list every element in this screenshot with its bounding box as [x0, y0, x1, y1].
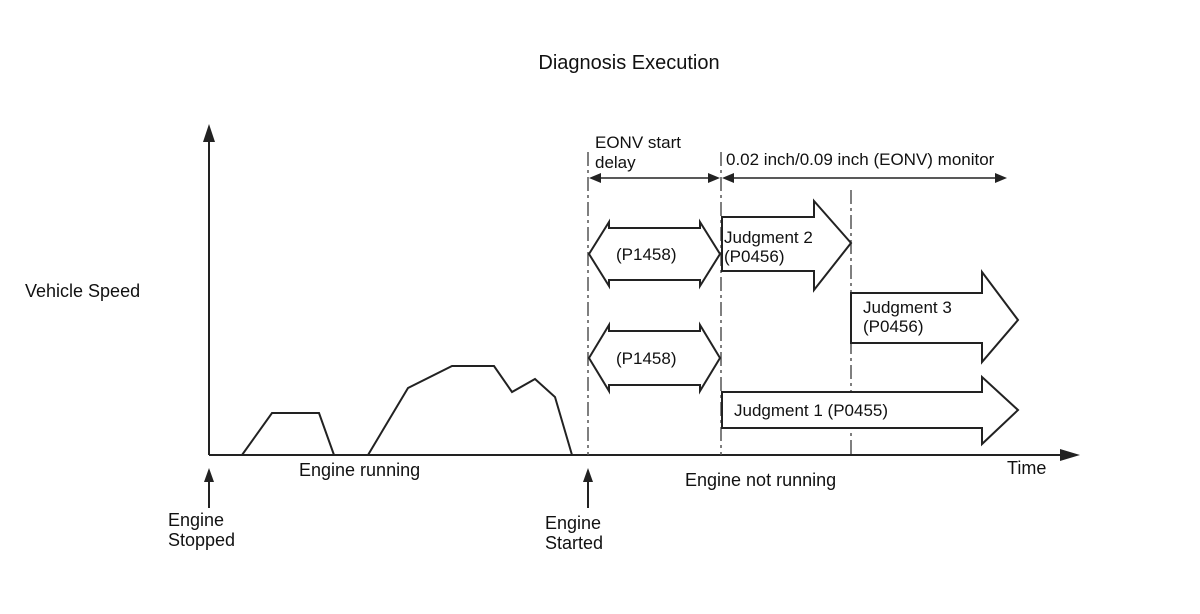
engine-stopped-marker: Engine Stopped: [168, 468, 235, 550]
judgment-1-label: Judgment 1 (P0455): [734, 401, 888, 420]
engine-stopped-arrowhead: [204, 468, 214, 482]
judgment-2-label-line1: Judgment 2: [724, 228, 813, 247]
judgment-2-label-line2: (P0456): [724, 247, 784, 266]
judgment-3-label-line1: Judgment 3: [863, 298, 952, 317]
p1458-upper-label: (P1458): [616, 245, 676, 264]
start-delay-left-arrowhead: [589, 173, 601, 183]
monitor-interval: 0.02 inch/0.09 inch (EONV) monitor: [722, 150, 1007, 183]
y-axis-label: Vehicle Speed: [25, 281, 140, 301]
start-delay-interval: EONV start delay: [589, 133, 720, 183]
p1458-lower-double-arrow: (P1458): [587, 321, 722, 395]
diagram-title: Diagnosis Execution: [538, 52, 719, 74]
judgment-3-arrow: Judgment 3 (P0456): [850, 269, 1020, 365]
engine-started-label-line2: Started: [545, 533, 603, 553]
engine-stopped-label-line1: Engine: [168, 510, 224, 530]
judgment-1-arrow: Judgment 1 (P0455): [721, 374, 1020, 447]
monitor-left-arrowhead: [722, 173, 734, 183]
start-delay-label-line1: EONV start: [595, 133, 681, 152]
p1458-upper-double-arrow: (P1458): [587, 218, 722, 290]
engine-stopped-label-line2: Stopped: [168, 530, 235, 550]
p1458-lower-label: (P1458): [616, 349, 676, 368]
monitor-label: 0.02 inch/0.09 inch (EONV) monitor: [726, 150, 995, 169]
engine-running-label: Engine running: [299, 460, 420, 480]
start-delay-right-arrowhead: [708, 173, 720, 183]
x-axis-arrowhead: [1060, 449, 1080, 461]
engine-not-running-label: Engine not running: [685, 470, 836, 490]
vehicle-speed-trace: [241, 365, 573, 456]
start-delay-label-line2: delay: [595, 153, 636, 172]
engine-started-arrowhead: [583, 468, 593, 482]
engine-started-label-line1: Engine: [545, 513, 601, 533]
monitor-right-arrowhead: [995, 173, 1007, 183]
judgment-3-label-line2: (P0456): [863, 317, 923, 336]
y-axis: [203, 124, 215, 455]
engine-started-marker: Engine Started: [545, 468, 603, 553]
judgment-2-arrow: Judgment 2 (P0456): [721, 198, 853, 293]
y-axis-arrowhead: [203, 124, 215, 142]
x-axis-label: Time: [1007, 458, 1046, 478]
